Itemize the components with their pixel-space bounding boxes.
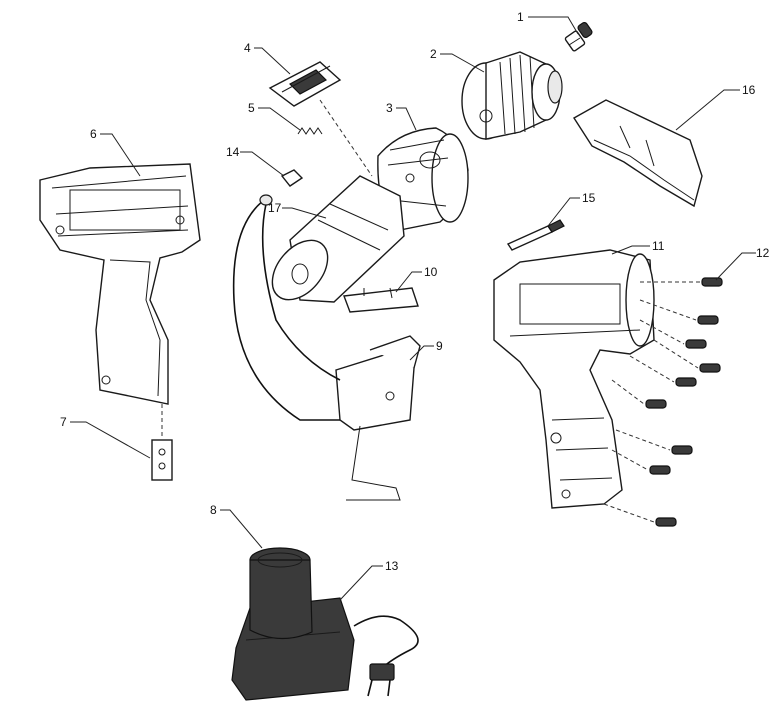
housing-right-icon xyxy=(493,249,655,509)
callout-2: 2 xyxy=(430,47,437,61)
screwdriver-bit-icon xyxy=(506,219,565,251)
drill-chuck-icon xyxy=(461,51,563,140)
screw-icon xyxy=(564,21,593,52)
terminal-plate-icon xyxy=(343,287,419,313)
callout-3: 3 xyxy=(386,101,393,115)
callout-5: 5 xyxy=(248,101,255,115)
callout-4: 4 xyxy=(244,41,251,55)
callout-1: 1 xyxy=(517,10,524,24)
callout-10: 10 xyxy=(424,265,438,279)
leader-lines xyxy=(70,16,756,601)
callout-7: 7 xyxy=(60,415,67,429)
assembly-lines xyxy=(161,99,700,523)
motor-icon xyxy=(232,175,405,421)
callout-15: 15 xyxy=(582,191,596,205)
trigger-switch-icon xyxy=(335,335,421,501)
callout-6: 6 xyxy=(90,127,97,141)
housing-screw-icon xyxy=(645,277,723,527)
battery-contact-icon xyxy=(151,439,173,481)
callout-13: 13 xyxy=(385,559,399,573)
top-cover-icon xyxy=(573,99,703,208)
spring-icon xyxy=(297,127,323,135)
callout-labels: 1 2 3 4 5 6 7 8 9 10 11 12 13 14 15 16 1… xyxy=(60,10,770,573)
switch-slider-icon xyxy=(268,61,342,107)
callout-9: 9 xyxy=(436,339,443,353)
callout-11: 11 xyxy=(652,239,665,253)
led-clip-icon xyxy=(280,169,304,187)
housing-left-icon xyxy=(39,163,201,405)
callout-14: 14 xyxy=(226,145,240,159)
callout-16: 16 xyxy=(742,83,756,97)
callout-8: 8 xyxy=(210,503,217,517)
callout-12: 12 xyxy=(756,246,770,260)
battery-pack-icon xyxy=(249,547,313,640)
callout-17: 17 xyxy=(268,201,282,215)
